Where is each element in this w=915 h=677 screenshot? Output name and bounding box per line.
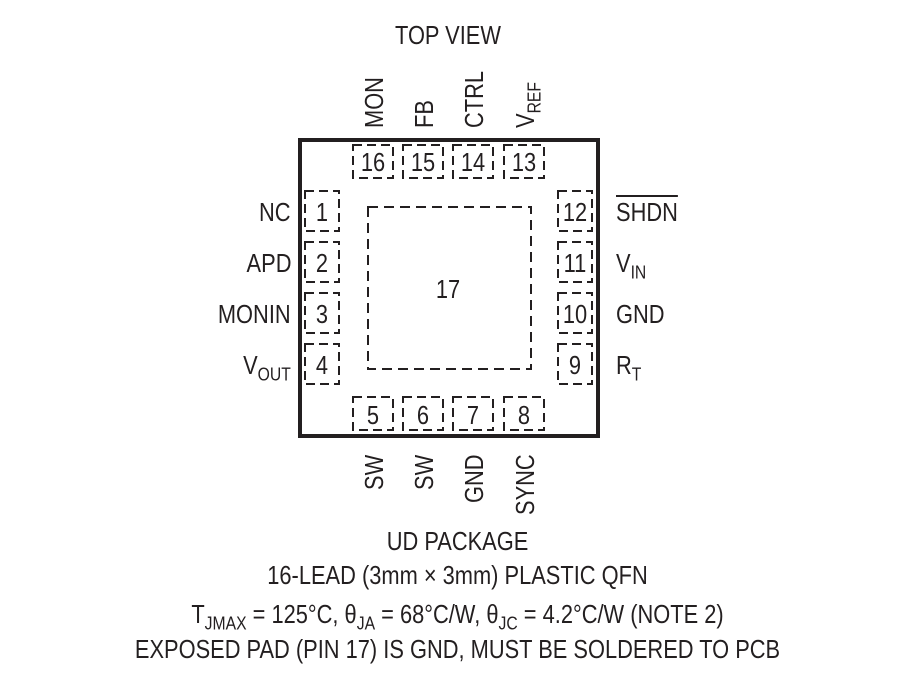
- pin-15-number: 15: [410, 147, 436, 177]
- view-title: TOP VIEW: [395, 20, 501, 50]
- pad-1: [304, 190, 340, 232]
- thermal-specs: TJMAX = 125°C, θJA = 68°C/W, θJC = 4.2°C…: [191, 599, 724, 634]
- pin-5-number: 5: [366, 400, 380, 430]
- pad-8: [503, 396, 545, 431]
- pin-6-name: SW: [409, 454, 439, 490]
- pin-14-name: CTRL: [459, 70, 489, 128]
- pin-16-name: MON: [359, 77, 389, 128]
- pin-8-name: SYNC: [510, 454, 540, 515]
- pin-11-number: 11: [563, 248, 587, 278]
- pin-2-number: 2: [315, 248, 329, 278]
- pin-15-name: FB: [409, 100, 439, 128]
- pad-10: [557, 292, 593, 334]
- pin-12-name: SHDN: [616, 197, 678, 227]
- pin-9-number: 9: [568, 350, 582, 380]
- pin-8-number: 8: [517, 400, 531, 430]
- pin-10-number: 10: [562, 299, 588, 329]
- pin-5-name: SW: [359, 454, 389, 490]
- pin-3-number: 3: [315, 299, 329, 329]
- pad-16: [352, 144, 394, 179]
- pin-3-name: MONIN: [218, 299, 291, 329]
- pad-9: [557, 343, 593, 385]
- pin-13-number: 13: [511, 147, 537, 177]
- pad-6: [402, 396, 444, 431]
- exposed-pad-number: 17: [435, 274, 461, 304]
- pad-15: [402, 144, 444, 179]
- pin-4-number: 4: [315, 350, 329, 380]
- pin-1-number: 1: [315, 197, 329, 227]
- pad-4: [304, 343, 340, 385]
- pin-7-number: 7: [466, 400, 480, 430]
- pad-14: [452, 144, 494, 179]
- package-body: [298, 138, 600, 438]
- pad-13: [503, 144, 545, 179]
- pin-10-name: GND: [616, 299, 665, 329]
- pin-14-number: 14: [460, 147, 486, 177]
- pin-4-name: VOUT: [243, 350, 291, 385]
- exposed-pad: [367, 206, 532, 370]
- package-description: 16-LEAD (3mm × 3mm) PLASTIC QFN: [267, 560, 648, 590]
- pad-11: [557, 241, 593, 283]
- pad-2: [304, 241, 340, 283]
- pin-13-name: VREF: [510, 81, 545, 128]
- pin-1-name: NC: [259, 197, 291, 227]
- pin-12-number: 12: [562, 197, 588, 227]
- pad-5: [352, 396, 394, 431]
- pad-7: [452, 396, 494, 431]
- package-name: UD PACKAGE: [386, 526, 529, 556]
- pin-16-number: 16: [360, 147, 386, 177]
- pin-7-name: GND: [459, 454, 489, 503]
- pad-3: [304, 292, 340, 334]
- exposed-pad-note: EXPOSED PAD (PIN 17) IS GND, MUST BE SOL…: [134, 634, 781, 664]
- pad-12: [557, 190, 593, 232]
- pin-9-name: RT: [616, 350, 642, 385]
- pin-2-name: APD: [246, 248, 291, 278]
- pin-11-name: VIN: [616, 248, 647, 283]
- pin-6-number: 6: [416, 400, 430, 430]
